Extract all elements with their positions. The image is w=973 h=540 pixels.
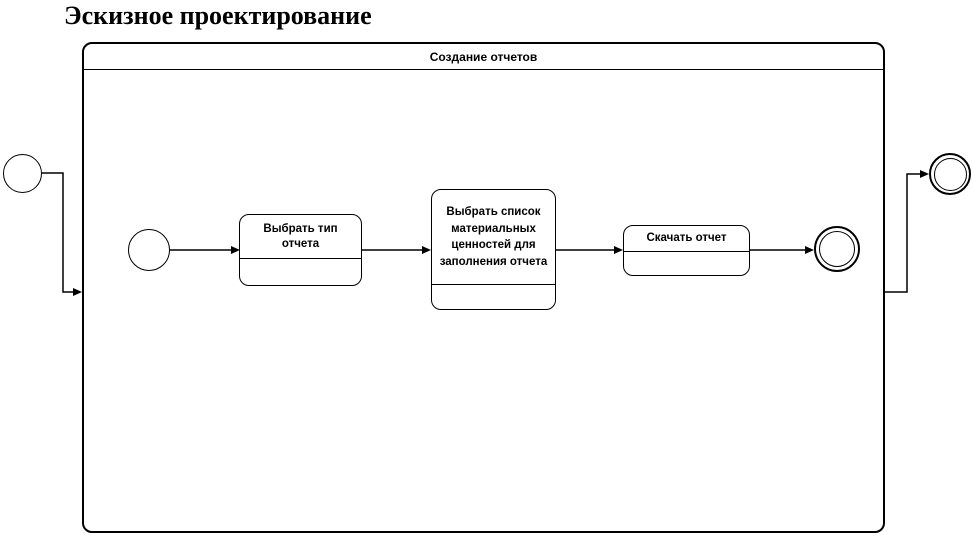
page-title: Эскизное проектирование	[64, 1, 372, 30]
edge-outer-initial-to-frame-line	[42, 172, 74, 293]
inner-final-node-icon	[814, 226, 860, 272]
activity-download-report: Скачать отчет	[623, 225, 750, 276]
edge-frame-to-outer-final-line	[885, 173, 921, 293]
edge-outer-initial-to-frame-arrowhead	[73, 288, 82, 296]
activity-select-material-values: Выбрать список материальных ценностей дл…	[431, 189, 556, 310]
final-node-ring	[933, 157, 967, 191]
activity-body-compartment	[240, 259, 361, 285]
frame-title-label: Создание отчетов	[429, 49, 538, 64]
outer-final-node-icon	[929, 153, 971, 195]
activity-label: Выбрать список материальных ценностей дл…	[432, 190, 555, 285]
activity-select-report-type: Выбрать тип отчета	[239, 214, 362, 286]
final-node-ring	[819, 231, 855, 267]
edge-frame-to-outer-final-arrowhead	[920, 170, 929, 178]
frame-header: Создание отчетов	[84, 44, 883, 70]
activity-label: Выбрать тип отчета	[240, 215, 361, 259]
activity-label: Скачать отчет	[624, 226, 749, 252]
inner-initial-node-icon	[128, 229, 170, 271]
activity-body-compartment	[624, 252, 749, 275]
outer-initial-node-icon	[3, 154, 42, 193]
activity-body-compartment	[432, 285, 555, 309]
